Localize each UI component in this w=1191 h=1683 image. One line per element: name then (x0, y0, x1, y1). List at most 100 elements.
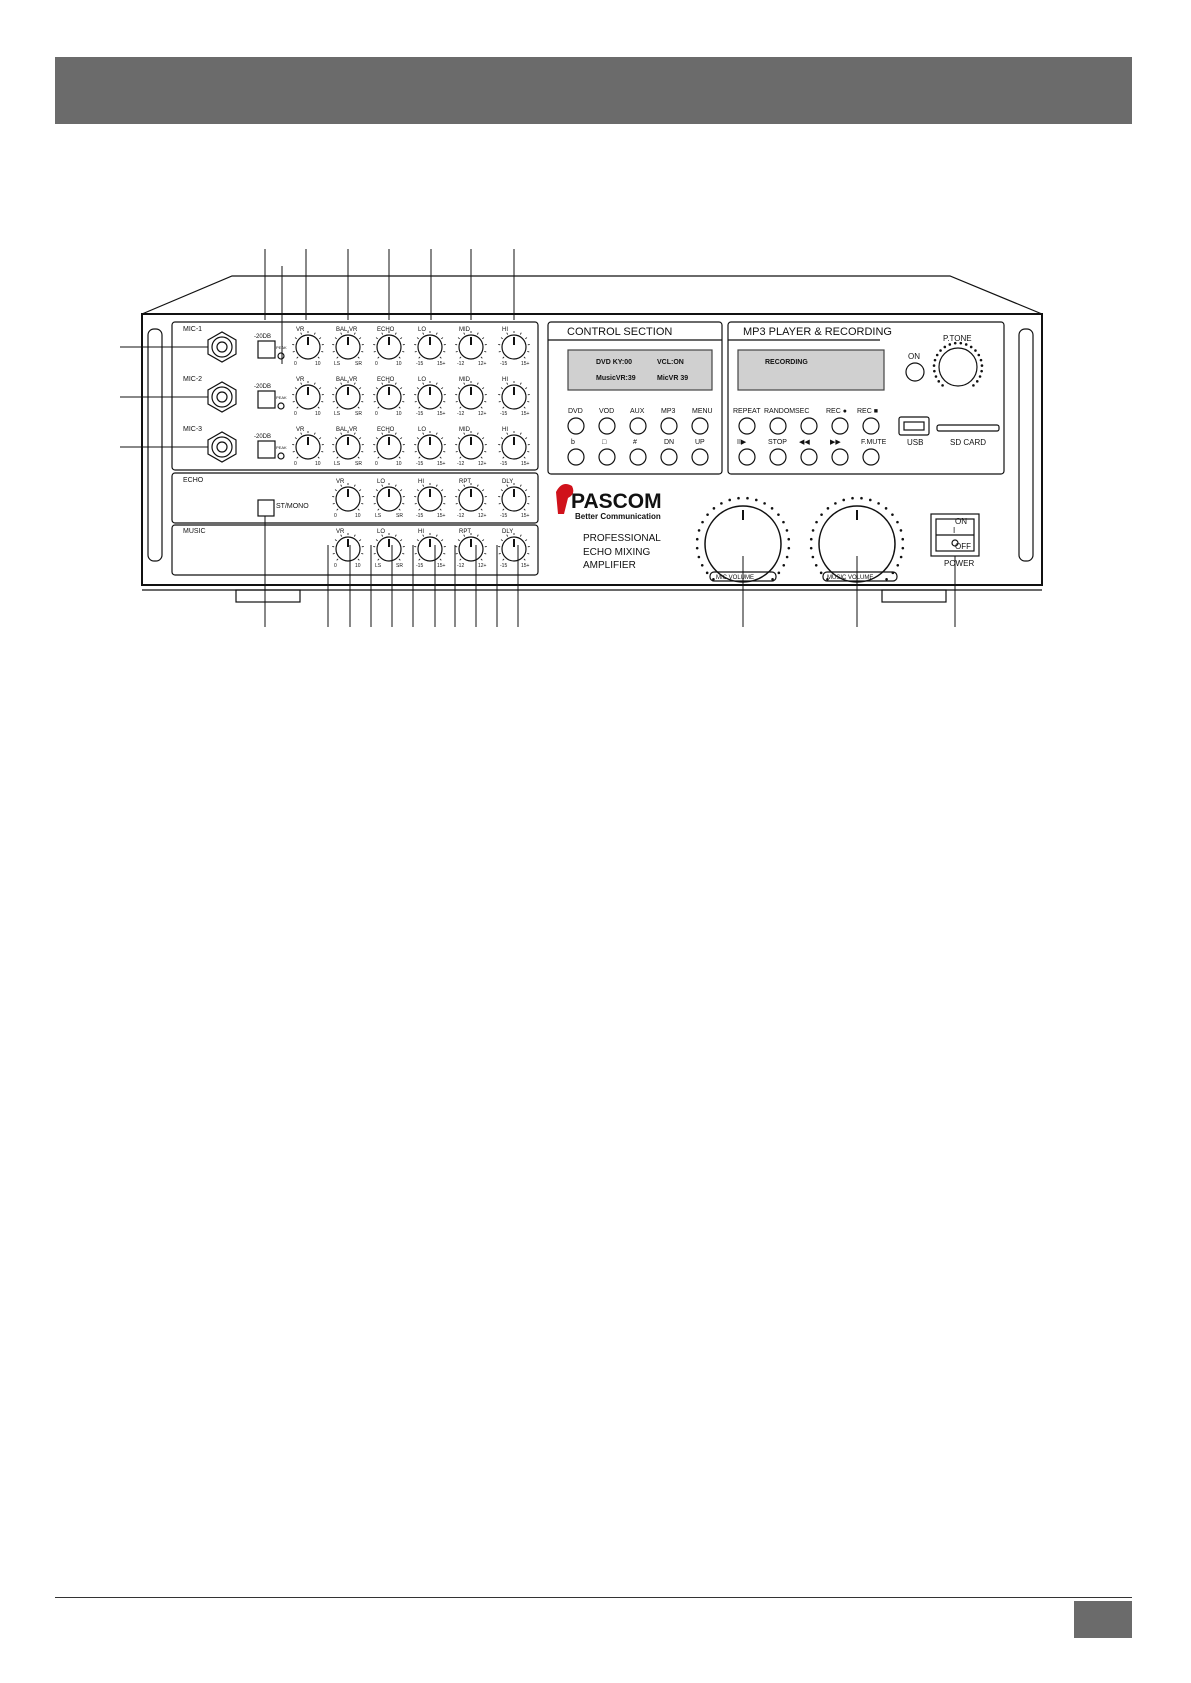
music-knob-3-min: -12 (457, 563, 464, 569)
brand-name: PASCOM (571, 490, 662, 513)
mic1-knob-4-max: 12+ (478, 361, 487, 367)
mic2-knob-4-max: 12+ (478, 411, 487, 417)
mp3-btn-bottom-3[interactable] (831, 448, 849, 466)
mp3-btn-bottom-label-2: ◀◀ (799, 439, 810, 446)
mic2-knob-5-label: HI (502, 377, 508, 383)
model-line-3: AMPLIFIER (583, 560, 636, 571)
control-btn-top-0[interactable] (567, 417, 585, 435)
mp3-on-label: ON (908, 352, 920, 361)
mp3-btn-bottom-0[interactable] (738, 448, 756, 466)
control-btn-top-1[interactable] (598, 417, 616, 435)
mic3-knob-5-min: -15 (500, 461, 507, 467)
echo-knob-0-min: 0 (334, 513, 337, 519)
mic3-knob-4-min: -12 (457, 461, 464, 467)
control-btn-bottom-2[interactable] (629, 448, 647, 466)
mic1-knob-1-label: BAL.VR (336, 327, 358, 333)
mic1-label: MIC-1 (183, 326, 202, 333)
mic1-peak-label: PEAK (276, 345, 287, 350)
mp3-display-text: RECORDING (765, 359, 808, 366)
power-symbol: I (953, 526, 955, 535)
model-line-1: PROFESSIONAL (583, 533, 661, 544)
mp3-btn-bottom-1[interactable] (769, 448, 787, 466)
usb-port (898, 416, 930, 436)
mp3-btn-bottom-2[interactable] (800, 448, 818, 466)
mp3-btn-top-label-1: RANDOM (764, 408, 795, 415)
control-btn-bottom-label-1: □ (602, 439, 607, 446)
music-knob-1-max: SR (396, 563, 403, 569)
mic2-pad-label: -20DB (254, 384, 271, 390)
mic-channels-panel (171, 321, 539, 471)
mic2-knob-2-min: 0 (375, 411, 378, 417)
mp3-btn-top-3[interactable] (831, 417, 849, 435)
mp3-btn-top-1[interactable] (769, 417, 787, 435)
mp3-btn-top-2[interactable] (800, 417, 818, 435)
ptone-scale-dots (932, 341, 984, 387)
mp3-btn-top-0[interactable] (738, 417, 756, 435)
control-btn-top-2[interactable] (629, 417, 647, 435)
music-knob-2-label: HI (418, 529, 424, 535)
control-btn-top-label-4: MENU (692, 408, 713, 415)
mp3-btn-bottom-4[interactable] (862, 448, 880, 466)
control-btn-bottom-1[interactable] (598, 448, 616, 466)
control-btn-bottom-0[interactable] (567, 448, 585, 466)
control-btn-bottom-label-0: b (571, 439, 575, 446)
mic3-label: MIC-3 (183, 426, 202, 433)
mic1-input-jack[interactable] (207, 331, 237, 363)
echo-knob-3-label: RPT (459, 479, 471, 485)
mic2-label: MIC-2 (183, 376, 202, 383)
control-btn-bottom-3[interactable] (660, 448, 678, 466)
mp3-btn-top-label-2: SEC (795, 408, 809, 415)
pascom-logo-mark (556, 484, 574, 514)
mic2-peak-label: PEAK (276, 395, 287, 400)
control-btn-top-3[interactable] (660, 417, 678, 435)
mic1-knob-5-label: HI (502, 327, 508, 333)
mic1-knob-4-label: MID (459, 327, 471, 333)
control-btn-top-4[interactable] (691, 417, 709, 435)
mic3-input-jack[interactable] (207, 431, 237, 463)
control-btn-bottom-4[interactable] (691, 448, 709, 466)
power-label: POWER (944, 559, 974, 568)
mic2-pad-switch[interactable]: -20DB PEAK (254, 384, 287, 410)
stmono-switch[interactable] (257, 499, 275, 517)
mic3-knob-3-label: LO (418, 427, 426, 433)
mic3-knob-0-max: 10 (315, 461, 321, 467)
mic1-knob-0-label: VR (296, 327, 305, 333)
mp3-btn-top-4[interactable] (862, 417, 880, 435)
music-knob-1-label: LO (377, 529, 385, 535)
music-knob-2-min: -15 (416, 563, 423, 569)
music-volume-label-box (822, 571, 898, 582)
mic1-knob-3-label: LO (418, 327, 426, 333)
mp3-btn-bottom-label-1: STOP (768, 439, 787, 446)
mic2-input-jack[interactable] (207, 381, 237, 413)
